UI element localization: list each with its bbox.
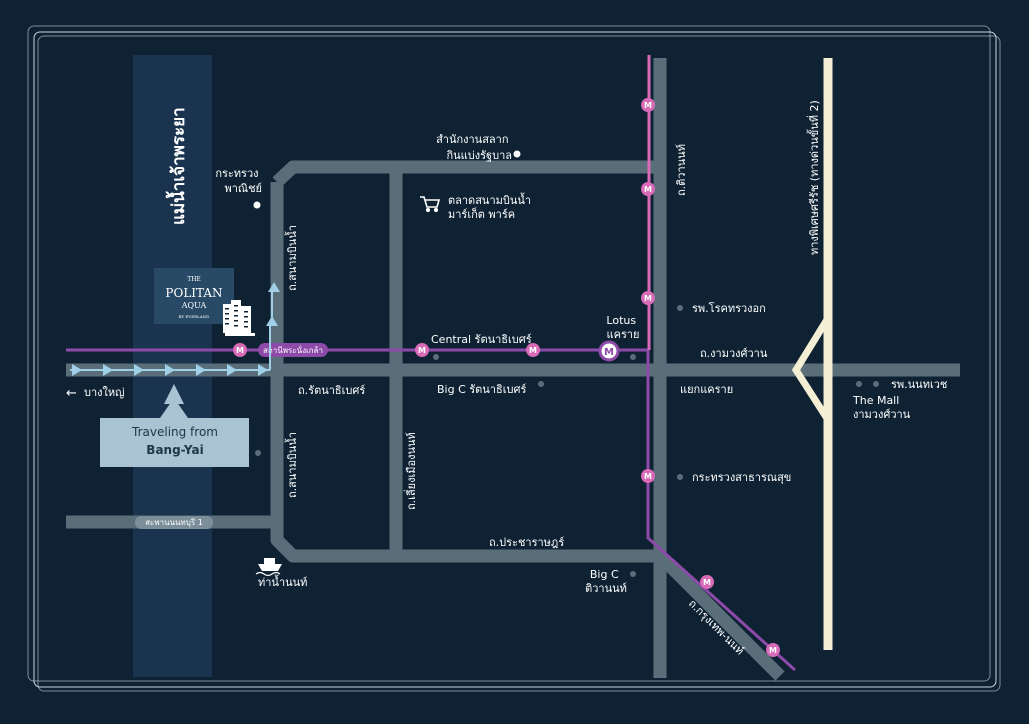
metro-markers: M M M M M M M M M M <box>233 98 780 657</box>
metro-marker-pink-2: M <box>641 182 655 196</box>
place-label-public-health: กระทรวงสาธารณสุข <box>692 471 791 484</box>
place-label-market: ตลาดสนามบินน้ำ มาร์เก็ต พาร์ค <box>448 192 535 221</box>
svg-text:M: M <box>644 294 652 303</box>
bridge-pill: สะพานนนทบุรี 1 <box>135 516 213 529</box>
road-label-tiwanon: ถ.ติวานนท์ <box>675 144 688 196</box>
road-label-pracharat: ถ.ประชาราษฎร์ <box>489 536 564 549</box>
place-label-chest-hospital: รพ.โรคทรวงอก <box>692 301 766 315</box>
direction-label: บางใหญ่ <box>84 386 125 399</box>
svg-text:M: M <box>644 185 652 194</box>
place-label-central: Central รัตนาธิเบศร์ <box>431 333 532 346</box>
direction-arrow: ← <box>66 386 77 401</box>
svg-text:AQUA: AQUA <box>181 301 207 310</box>
road-krungthep-non <box>655 551 785 681</box>
place-label-lotus: Lotus แคราย <box>606 314 639 341</box>
road-label-khae-rai: แยกแคราย <box>680 383 733 396</box>
svg-text:M: M <box>604 347 614 358</box>
metro-marker-purple-2: M <box>415 343 429 357</box>
route-arrows <box>70 282 280 376</box>
metro-marker-pink-1: M <box>641 98 655 112</box>
expressway <box>791 58 833 650</box>
svg-text:M: M <box>418 346 426 355</box>
svg-text:สะพานนนทบุรี 1: สะพานนนทบุรี 1 <box>145 518 203 527</box>
svg-text:M: M <box>644 472 652 481</box>
svg-text:M: M <box>236 346 244 355</box>
river-label: แม่น้ำเจ้าพระยา <box>165 107 189 225</box>
svg-text:M: M <box>529 346 537 355</box>
road-label-ngamwongwan: ถ.งามวงศ์วาน <box>700 347 768 360</box>
boat-icon <box>255 558 282 577</box>
svg-text:BY EVERLAND: BY EVERLAND <box>179 314 210 319</box>
metro-marker-purple-4: M <box>641 469 655 483</box>
callout: Traveling from Bang-Yai <box>100 384 249 467</box>
svg-text:M: M <box>769 646 777 655</box>
metro-marker-purple-5: M <box>700 575 714 589</box>
place-label-pier: ท่าน้ำนนท์ <box>258 574 307 589</box>
road-label-sanambinnam-top: ถ.สนามบินน้ำ <box>284 225 299 291</box>
svg-text:POLITAN: POLITAN <box>165 286 222 300</box>
place-label-bigc-tiwanon: Big C ติวานนท์ <box>585 568 627 595</box>
svg-text:M: M <box>644 101 652 110</box>
road-label-liangmuang: ถ.เลี่ยงเมืองนนท์ <box>403 432 418 510</box>
frame <box>27 25 1001 692</box>
station-pill: สถานีพระนั่งเกล้า <box>258 343 328 357</box>
place-label-commerce: กระทรวง พาณิชย์ <box>215 167 262 195</box>
svg-text:Bang-Yai: Bang-Yai <box>146 443 203 457</box>
shopping-cart-icon <box>420 196 441 213</box>
svg-text:Traveling from: Traveling from <box>131 425 218 439</box>
metro-marker-interchange: M <box>598 340 620 362</box>
metro-marker-purple-6: M <box>766 643 780 657</box>
svg-text:THE: THE <box>187 276 201 283</box>
place-label-lottery: สำนักงานสลาก กินแบ่งรัฐบาล <box>436 133 512 162</box>
svg-text:M: M <box>703 578 711 587</box>
metro-marker-pink-3: M <box>641 291 655 305</box>
purple-line <box>66 348 797 672</box>
place-label-bigc-rattana: Big C รัตนาธิเบศร์ <box>437 383 526 396</box>
road-label-rattanathibet: ถ.รัตนาธิเบศร์ <box>298 384 365 397</box>
road-label-expressway: ทางพิเศษศรีรัช (ทางด่วนขั้นที่ 2) <box>806 100 821 255</box>
metro-marker-purple-1: M <box>233 343 247 357</box>
road-loop <box>272 160 660 187</box>
metro-marker-purple-3: M <box>526 343 540 357</box>
logo: THE POLITAN AQUA BY EVERLAND <box>154 268 234 324</box>
road-sanambinnam <box>270 182 660 563</box>
building-icon <box>223 300 255 336</box>
place-label-nonthavej: รพ.นนทเวช <box>891 378 947 391</box>
place-dots <box>253 150 879 577</box>
road-label-sanambinnam-bottom: ถ.สนามบินน้ำ <box>284 432 299 498</box>
svg-text:สถานีพระนั่งเกล้า: สถานีพระนั่งเกล้า <box>263 344 323 355</box>
place-label-the-mall: The Mall งามวงศ์วาน <box>852 394 911 421</box>
